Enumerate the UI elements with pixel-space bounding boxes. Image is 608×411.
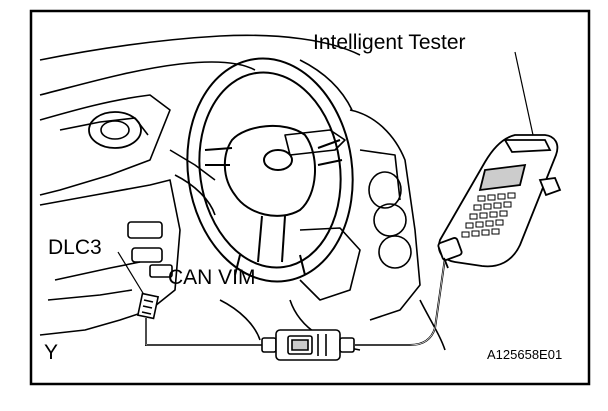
figure-code-label: A125658E01 (487, 348, 562, 361)
can-vim-module (262, 330, 354, 360)
view-marker-label: Y (44, 342, 58, 363)
dlc3-connector (138, 294, 158, 319)
can-vim-label: CAN VIM (168, 267, 256, 288)
intelligent-tester-label: Intelligent Tester (313, 32, 466, 53)
dlc3-label: DLC3 (48, 237, 102, 258)
